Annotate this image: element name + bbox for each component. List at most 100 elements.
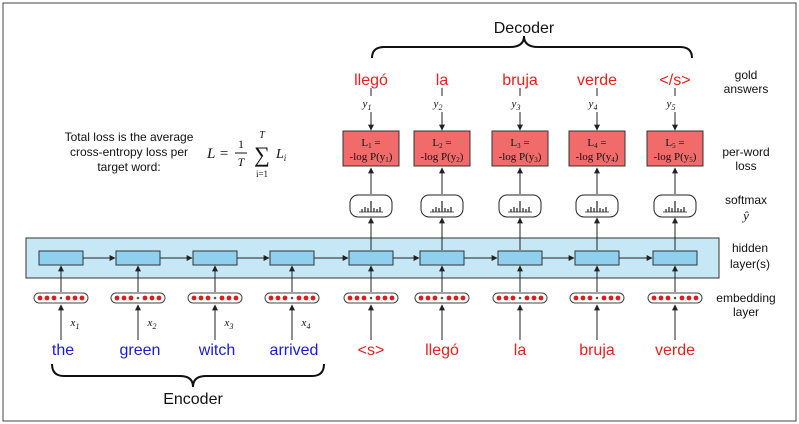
embedding-dot (460, 295, 466, 301)
encoder-hidden-cell (192, 250, 238, 266)
embedding-dot (608, 295, 614, 301)
embedding-dot (79, 295, 85, 301)
embedding-dot (418, 295, 424, 301)
sum-upper-limit: T (259, 130, 266, 141)
loss-label: L3 = (510, 137, 529, 150)
decoder-brace (371, 35, 693, 59)
embedding-dot (136, 296, 140, 300)
decoder-input-word: <s> (358, 342, 385, 359)
decoder-embedding (647, 292, 703, 304)
embedding-dot (65, 295, 71, 301)
softmax-box (653, 194, 697, 218)
embedding-dot (382, 295, 388, 301)
embedding-dot (518, 296, 522, 300)
encoder-embedding (33, 292, 89, 304)
total-loss-line-1: Total loss is the average (65, 130, 194, 144)
decoder-input-word: verde (655, 342, 695, 359)
loss-label: L2 = (432, 137, 451, 150)
embedding-dot (573, 295, 579, 301)
embedding-dot (580, 295, 586, 301)
decoder-input-word: la (514, 342, 527, 359)
embedding-dot (156, 295, 162, 301)
embedding-dot (191, 295, 197, 301)
embedding-dot (440, 296, 444, 300)
embedding-dot (44, 295, 50, 301)
encoder-hidden-cell (38, 250, 84, 266)
gold-answer-var: y3 (511, 98, 521, 112)
loss-label: L4 = (587, 137, 606, 150)
formula-lhs: L = (206, 146, 229, 162)
loss-expression: -log P(y5) (654, 151, 697, 164)
embedding-dot (425, 295, 431, 301)
decoder-input-word: llegó (425, 342, 459, 359)
encoder-input-var: x3 (224, 317, 234, 331)
row-label-embedding: embedding (716, 291, 775, 305)
decoder-embedding (492, 292, 548, 304)
decoder-column: la L3 =-log P(y3) bruja y3 (491, 72, 549, 359)
gold-answer-var: y1 (362, 98, 372, 112)
encoder-title: Encoder (163, 391, 223, 408)
embedding-dot (369, 296, 373, 300)
embedding-dot (347, 295, 353, 301)
encoder-embedding (110, 292, 166, 304)
embedding-dot (375, 295, 381, 301)
loss-box: L1 =-log P(y1) (342, 130, 400, 167)
encoder-hidden-cell (269, 250, 315, 266)
sum-term: Li (275, 147, 287, 163)
row-label-softmax-symbol: ŷ (741, 208, 749, 223)
loss-expression: -log P(y4) (576, 151, 619, 164)
embedding-dot (665, 295, 671, 301)
sum-lower-limit: i=1 (256, 169, 268, 179)
row-label-layers: layer(s) (730, 257, 770, 271)
embedding-dot (296, 295, 302, 301)
embedding-dot (389, 295, 395, 301)
encoder-embedding (187, 292, 243, 304)
encoder-input-var: x1 (70, 317, 80, 331)
gold-answer-word: bruja (502, 72, 538, 89)
gold-answer-var: y4 (588, 98, 598, 112)
loss-box: L4 =-log P(y4) (568, 130, 626, 167)
embedding-dot (595, 296, 599, 300)
embedding-dot (693, 295, 699, 301)
embedding-dot (37, 295, 43, 301)
encoder-column: the x1 (33, 250, 89, 359)
decoder-title: Decoder (494, 20, 555, 37)
encoder-input-word: the (52, 342, 74, 359)
loss-box: L5 =-log P(y5) (646, 130, 704, 167)
embedding-dot (673, 296, 677, 300)
embedding-dot (128, 295, 134, 301)
decoder-hidden-cell (419, 250, 465, 266)
gold-answer-word: la (436, 72, 449, 89)
decoder-input-word: bruja (579, 342, 615, 359)
softmax-box (575, 194, 619, 218)
loss-expression: -log P(y1) (350, 151, 393, 164)
embedding-dot (651, 295, 657, 301)
embedding-dot (510, 295, 516, 301)
loss-box: L2 =-log P(y2) (413, 130, 471, 167)
row-label-hidden: hidden (732, 241, 768, 255)
encoder-input-word: witch (198, 342, 235, 359)
gold-answer-word: </s> (659, 72, 690, 89)
decoder-embedding (414, 292, 470, 304)
decoder-embedding (343, 292, 399, 304)
connection-arrows (58, 112, 678, 340)
embedding-dot (72, 295, 78, 301)
embedding-dot (233, 295, 239, 301)
decoder-embedding (569, 292, 625, 304)
loss-label: L1 = (361, 137, 380, 150)
softmax-box (498, 194, 542, 218)
embedding-dot (59, 296, 63, 300)
encoder-input-var: x2 (147, 317, 157, 331)
embedding-dot (496, 295, 502, 301)
embedding-dot (198, 295, 204, 301)
embedding-dot (290, 296, 294, 300)
embedding-dot (658, 295, 664, 301)
loss-expression: -log P(y3) (499, 151, 542, 164)
embedding-dot (354, 295, 360, 301)
embedding-dot (205, 295, 211, 301)
